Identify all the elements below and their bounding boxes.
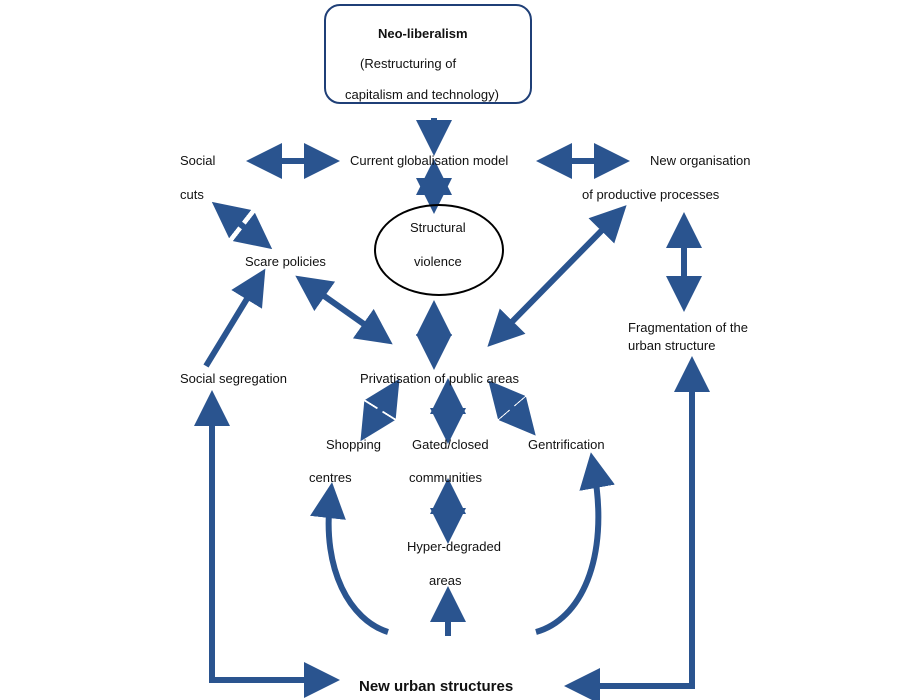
node-new-organisation-line2: of productive processes	[582, 187, 720, 202]
node-gentrification: Gentrification	[528, 437, 605, 452]
neoliberalism-subtitle-1: (Restructuring of	[360, 56, 457, 71]
arrow-fragmentation-new-urban	[564, 356, 710, 700]
arrow-new-urban-shopping	[310, 482, 390, 635]
node-globalisation: Current globalisation model	[350, 153, 509, 168]
arrow-privatisation-gentrification	[488, 380, 536, 436]
node-gated-line1: Gated/closed	[412, 437, 489, 452]
node-fragmentation-line1: Fragmentation of the	[628, 320, 748, 335]
arrow-segregation-scare-policies	[203, 268, 266, 368]
node-social-cuts-line2: cuts	[180, 187, 204, 202]
arrow-privatisation-shopping	[360, 378, 400, 442]
node-hyper-degraded-line1: Hyper-degraded	[407, 539, 501, 554]
node-hyper-degraded-line2: areas	[429, 573, 462, 588]
node-social-segregation: Social segregation	[180, 371, 287, 386]
neoliberalism-title: Neo-liberalism	[378, 26, 468, 41]
arrow-scare-policies-privatisation	[295, 275, 393, 345]
node-new-organisation-line1: New organisation	[650, 153, 751, 168]
node-shopping-line2: centres	[309, 470, 352, 485]
structural-violence-ellipse	[374, 204, 504, 296]
node-scare-policies: Scare policies	[245, 254, 326, 269]
arrow-segregation-new-urban	[194, 390, 340, 698]
arrow-social-cuts-scare-policies	[211, 201, 273, 250]
node-fragmentation-line2: urban structure	[628, 338, 716, 353]
neoliberalism-box	[324, 4, 532, 104]
arrow-new-urban-gentrification	[535, 452, 615, 635]
node-privatisation: Privatisation of public areas	[360, 371, 519, 386]
node-gated-line2: communities	[409, 470, 482, 485]
node-structural-violence-line1: Structural	[410, 220, 466, 235]
node-shopping-line1: Shopping	[326, 437, 381, 452]
neoliberalism-subtitle-2: capitalism and technology)	[345, 87, 499, 102]
node-social-cuts-line1: Social	[180, 153, 216, 168]
arrow-new-organisation-privatisation	[487, 205, 627, 347]
node-new-urban-structures: New urban structures	[359, 678, 514, 695]
node-structural-violence-line2: violence	[414, 254, 462, 269]
